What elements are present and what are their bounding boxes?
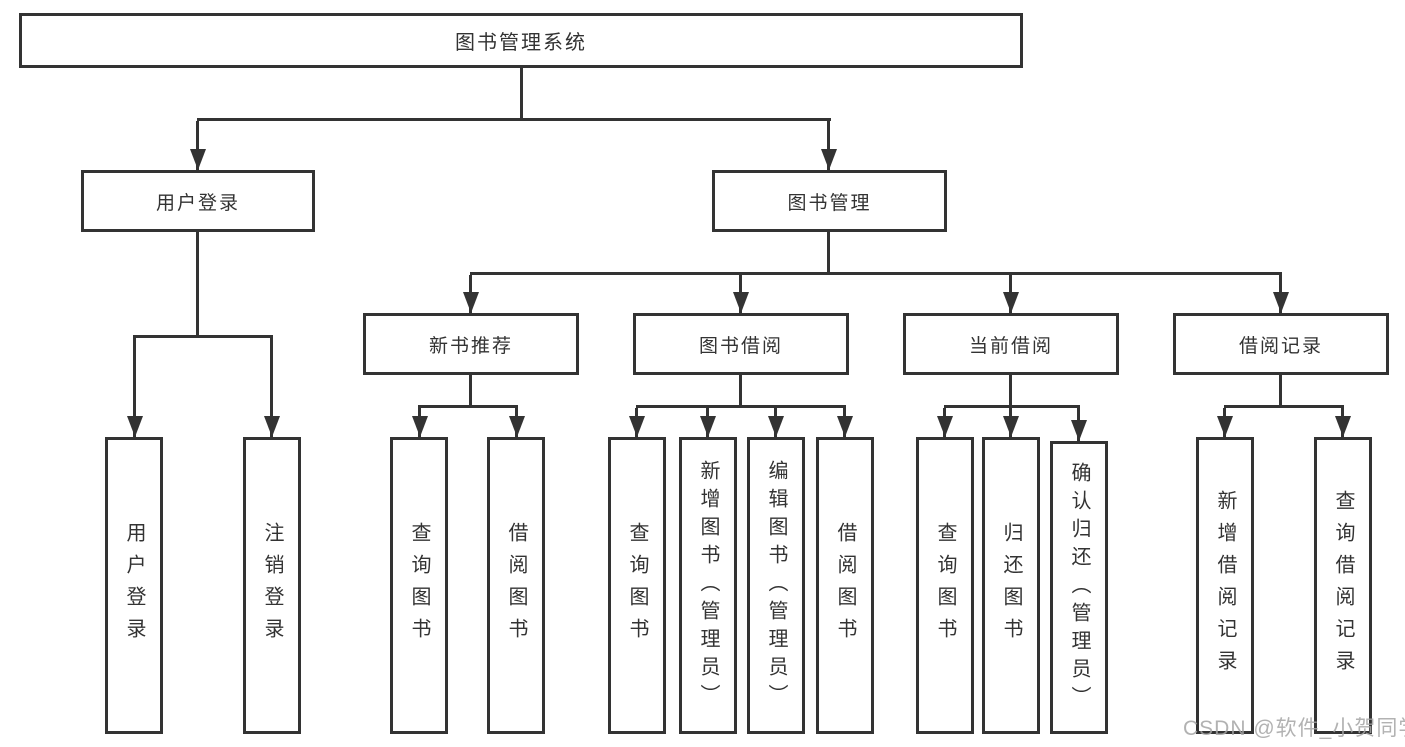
node-book-borrow-label: 图书借阅	[698, 335, 783, 357]
leaf-confirm-return-admin-label: 确认归还（管理员）	[1068, 461, 1090, 714]
csdn-watermark: CSDN @软件_小贺同学	[1183, 717, 1405, 740]
arrow-to-borrow-books-2-icon	[843, 408, 846, 437]
leaf-borrow-books-2: 借阅图书	[816, 437, 874, 734]
leaf-add-books-admin: 新增图书（管理员）	[679, 437, 737, 734]
node-root-label: 图书管理系统	[455, 32, 587, 54]
connector-borrow-records-rail	[1224, 405, 1344, 408]
node-book-management: 图书管理	[712, 170, 947, 232]
connector-current-borrow-rail	[944, 405, 1080, 408]
arrow-to-add-borrow-record-icon	[1223, 408, 1226, 437]
arrow-to-edit-books-icon	[774, 408, 777, 437]
node-current-borrow-label: 当前借阅	[968, 335, 1053, 357]
leaf-add-books-admin-label: 新增图书（管理员）	[697, 459, 719, 712]
leaf-query-books-1: 查询图书	[390, 437, 448, 734]
leaf-user-login-label: 用户登录	[123, 521, 145, 650]
leaf-query-borrow-record: 查询借阅记录	[1314, 437, 1372, 734]
arrow-to-borrow-records-icon	[1279, 275, 1282, 313]
leaf-borrow-books-1: 借阅图书	[487, 437, 545, 734]
leaf-query-books-2: 查询图书	[608, 437, 666, 734]
arrow-to-leaf-logout-icon	[270, 338, 273, 437]
connector-book-management-rail	[470, 272, 1282, 275]
connector-borrow-records-stub	[1279, 375, 1282, 405]
node-current-borrow: 当前借阅	[903, 313, 1119, 375]
arrow-to-query-borrow-record-icon	[1341, 408, 1344, 437]
node-book-management-label: 图书管理	[787, 192, 872, 214]
leaf-logout: 注销登录	[243, 437, 301, 734]
leaf-confirm-return-admin: 确认归还（管理员）	[1050, 441, 1108, 734]
leaf-query-books-2-label: 查询图书	[626, 521, 648, 650]
connector-new-book-stub	[469, 375, 472, 405]
arrow-to-book-management-icon	[827, 121, 830, 170]
arrow-to-new-book-recommend-icon	[469, 275, 472, 313]
connector-root-rail	[197, 118, 831, 121]
leaf-add-borrow-record-label: 新增借阅记录	[1214, 489, 1236, 682]
leaf-query-books-3-label: 查询图书	[934, 521, 956, 650]
arrow-to-query-books-1-icon	[418, 408, 421, 437]
node-new-book-recommend: 新书推荐	[363, 313, 579, 375]
connector-current-borrow-stub	[1009, 375, 1012, 405]
arrow-to-current-borrow-icon	[1009, 275, 1012, 313]
leaf-logout-label: 注销登录	[261, 521, 283, 650]
arrow-to-user-login-icon	[196, 121, 199, 170]
connector-user-login-stub	[196, 232, 199, 335]
connector-book-borrow-rail	[636, 405, 846, 408]
connector-root-stub	[520, 66, 523, 118]
connector-new-book-rail	[418, 405, 518, 408]
node-new-book-recommend-label: 新书推荐	[428, 335, 513, 357]
arrow-to-add-books-icon	[706, 408, 709, 437]
leaf-return-books: 归还图书	[982, 437, 1040, 734]
node-borrow-records: 借阅记录	[1173, 313, 1389, 375]
arrow-to-query-books-3-icon	[943, 408, 946, 437]
leaf-query-books-1-label: 查询图书	[408, 521, 430, 650]
arrow-to-borrow-books-1-icon	[515, 408, 518, 437]
leaf-edit-books-admin-label: 编辑图书（管理员）	[765, 459, 787, 712]
node-user-login: 用户登录	[81, 170, 315, 232]
connector-user-login-rail	[133, 335, 273, 338]
connector-book-borrow-stub	[739, 375, 742, 405]
arrow-to-return-books-icon	[1009, 408, 1012, 437]
connector-book-management-stub	[827, 232, 830, 272]
arrow-to-book-borrow-icon	[739, 275, 742, 313]
arrow-to-leaf-user-login-icon	[133, 338, 136, 437]
leaf-query-books-3: 查询图书	[916, 437, 974, 734]
leaf-edit-books-admin: 编辑图书（管理员）	[747, 437, 805, 734]
node-user-login-label: 用户登录	[155, 192, 240, 214]
node-root-system: 图书管理系统	[19, 13, 1023, 68]
leaf-borrow-books-2-label: 借阅图书	[834, 521, 856, 650]
leaf-query-borrow-record-label: 查询借阅记录	[1332, 489, 1354, 682]
leaf-return-books-label: 归还图书	[1000, 521, 1022, 650]
node-borrow-records-label: 借阅记录	[1238, 335, 1323, 357]
arrow-to-query-books-2-icon	[635, 408, 638, 437]
leaf-add-borrow-record: 新增借阅记录	[1196, 437, 1254, 734]
node-book-borrow: 图书借阅	[633, 313, 849, 375]
leaf-borrow-books-1-label: 借阅图书	[505, 521, 527, 650]
leaf-user-login: 用户登录	[105, 437, 163, 734]
arrow-to-confirm-return-icon	[1077, 408, 1080, 441]
